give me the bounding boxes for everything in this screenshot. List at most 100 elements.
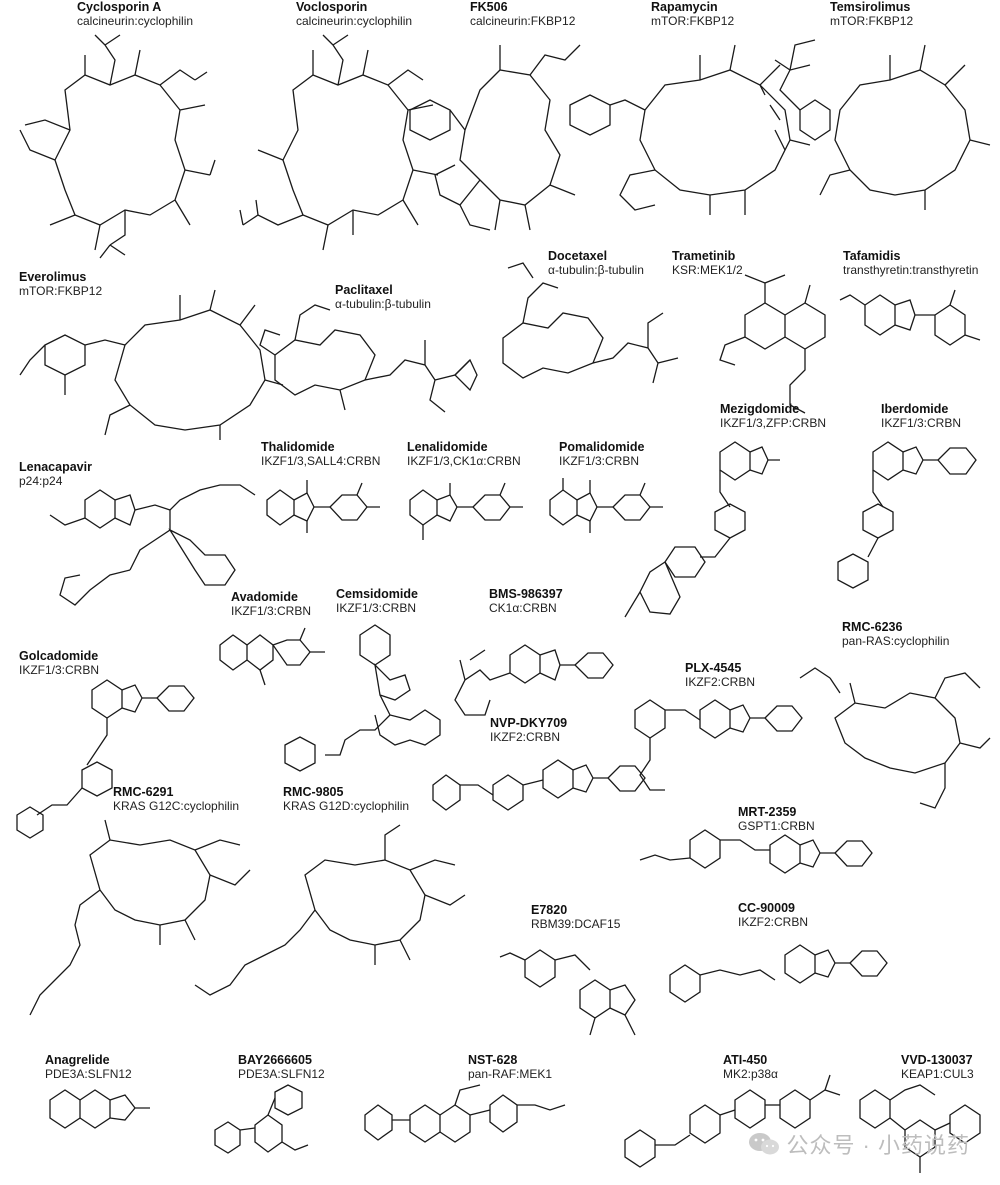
entry-mezigdomide: Mezigdomide IKZF1/3,ZFP:CRBN — [720, 402, 826, 430]
watermark: 公众号 · 小药说药 — [748, 1128, 970, 1160]
structure-temsirolimus — [774, 39, 991, 210]
molecule-target: IKZF1/3:CRBN — [336, 601, 417, 615]
entry-ati-450: ATI-450 MK2:p38α — [723, 1053, 778, 1081]
wechat-icon — [749, 1133, 780, 1155]
molecule-target: IKZF1/3,CK1α:CRBN — [407, 454, 521, 468]
structure-plx-4545 — [634, 699, 803, 791]
molecule-name: NVP-DKY709 — [490, 716, 568, 730]
structure-cyclosporin-a — [19, 34, 216, 259]
structure-avadomide — [219, 627, 325, 686]
molecule-name: BMS-986397 — [489, 587, 563, 601]
structure-voclosporin — [239, 34, 439, 251]
molecule-name: CC-90009 — [738, 901, 795, 915]
structure-lenalidomide — [409, 482, 523, 540]
molecule-target: calcineurin:cyclophilin — [296, 14, 413, 28]
entry-golcadomide: Golcadomide IKZF1/3:CRBN — [19, 649, 99, 677]
structure-anagrelide — [49, 1089, 150, 1129]
molecule-name: Mezigdomide — [720, 402, 800, 416]
molecule-name: Lenalidomide — [407, 440, 488, 454]
molecule-target: PDE3A:SLFN12 — [238, 1067, 325, 1081]
structure-paclitaxel — [259, 304, 478, 413]
structure-docetaxel — [502, 262, 679, 384]
molecule-target: p24:p24 — [19, 474, 63, 488]
structure-iberdomide — [837, 441, 977, 589]
structure-e7820 — [499, 949, 636, 1036]
molecule-name: Cemsidomide — [336, 587, 418, 601]
entry-lenalidomide: Lenalidomide IKZF1/3,CK1α:CRBN — [407, 440, 521, 468]
molecule-name: PLX-4545 — [685, 661, 742, 675]
molecule-name: Golcadomide — [19, 649, 99, 663]
entry-rmc-9805: RMC-9805 KRAS G12D:cyclophilin — [283, 785, 409, 813]
molecule-name: Paclitaxel — [335, 283, 393, 297]
molecule-target: mTOR:FKBP12 — [651, 14, 735, 28]
molecule-target: α-tubulin:β-tubulin — [335, 297, 431, 311]
entry-iberdomide: Iberdomide IKZF1/3:CRBN — [881, 402, 961, 430]
molecule-name: Lenacapavir — [19, 460, 92, 474]
molecule-target: KRAS G12D:cyclophilin — [283, 799, 410, 813]
molecule-name: NST-628 — [468, 1053, 518, 1067]
entry-trametinib: Trametinib KSR:MEK1/2 — [672, 249, 743, 277]
structure-trametinib — [719, 274, 826, 414]
entry-everolimus: Everolimus mTOR:FKBP12 — [19, 270, 102, 298]
molecule-target: IKZF1/3,ZFP:CRBN — [720, 416, 827, 430]
structure-vvd-130037 — [859, 1084, 981, 1173]
structure-mezigdomide — [624, 441, 780, 618]
molecule-name: FK506 — [470, 0, 508, 14]
molecule-target: KEAP1:CUL3 — [901, 1067, 974, 1081]
entry-fk506: FK506 calcineurin:FKBP12 — [470, 0, 575, 28]
entry-cemsidomide: Cemsidomide IKZF1/3:CRBN — [336, 587, 418, 615]
molecule-name: E7820 — [531, 903, 568, 917]
molecule-name: Avadomide — [231, 590, 298, 604]
molecule-target: MK2:p38α — [723, 1067, 778, 1081]
molecule-target: IKZF1/3:CRBN — [19, 663, 100, 677]
entry-rmc-6291: RMC-6291 KRAS G12C:cyclophilin — [113, 785, 239, 813]
molecule-name: Everolimus — [19, 270, 87, 284]
structure-tafamidis — [839, 289, 981, 346]
molecule-target: IKZF1/3,SALL4:CRBN — [261, 454, 381, 468]
structure-rmc-6236 — [799, 667, 991, 809]
molecule-name: Cyclosporin A — [77, 0, 162, 14]
structure-everolimus — [19, 289, 284, 440]
entry-thalidomide: Thalidomide IKZF1/3,SALL4:CRBN — [261, 440, 380, 468]
entry-lenacapavir: Lenacapavir p24:p24 — [19, 460, 92, 488]
molecule-target: IKZF1/3:CRBN — [231, 604, 312, 618]
molecule-target: IKZF2:CRBN — [738, 915, 809, 929]
molecule-name: Temsirolimus — [830, 0, 911, 14]
entry-rmc-6236: RMC-6236 pan-RAS:cyclophilin — [842, 620, 949, 648]
entry-nvp-dky709: NVP-DKY709 IKZF2:CRBN — [490, 716, 567, 744]
molecule-target: PDE3A:SLFN12 — [45, 1067, 132, 1081]
entry-bay2666605: BAY2666605 PDE3A:SLFN12 — [238, 1053, 325, 1081]
molecule-name: Iberdomide — [881, 402, 949, 416]
structure-rmc-9805 — [194, 824, 466, 996]
entry-e7820: E7820 RBM39:DCAF15 — [531, 903, 620, 931]
entry-bms-986397: BMS-986397 CK1α:CRBN — [489, 587, 563, 615]
structure-thalidomide — [266, 480, 380, 533]
molecule-name: Thalidomide — [261, 440, 335, 454]
entry-nst-628: NST-628 pan-RAF:MEK1 — [468, 1053, 552, 1081]
structure-pomalidomide — [549, 478, 663, 533]
entry-pomalidomide: Pomalidomide IKZF1/3:CRBN — [559, 440, 644, 468]
entry-avadomide: Avadomide IKZF1/3:CRBN — [231, 590, 311, 618]
entry-mrt-2359: MRT-2359 GSPT1:CRBN — [738, 805, 815, 833]
entry-rapamycin: Rapamycin mTOR:FKBP12 — [651, 0, 734, 28]
molecule-name: MRT-2359 — [738, 805, 797, 819]
molecule-target: pan-RAF:MEK1 — [468, 1067, 553, 1081]
molecule-target: RBM39:DCAF15 — [531, 917, 621, 931]
structure-lenacapavir — [49, 484, 256, 606]
molecule-name: Docetaxel — [548, 249, 608, 263]
molecule-target: mTOR:FKBP12 — [830, 14, 914, 28]
structure-bms-986397 — [454, 644, 614, 716]
molecule-target: IKZF1/3:CRBN — [559, 454, 640, 468]
entry-plx-4545: PLX-4545 IKZF2:CRBN — [685, 661, 755, 689]
molecule-target: KRAS G12C:cyclophilin — [113, 799, 240, 813]
molecule-target: KSR:MEK1/2 — [672, 263, 743, 277]
structure-ati-450 — [624, 1074, 841, 1168]
molecule-target: CK1α:CRBN — [489, 601, 557, 615]
molecule-target: calcineurin:FKBP12 — [470, 14, 576, 28]
structure-nst-628 — [364, 1084, 566, 1143]
entry-tafamidis: Tafamidis transthyretin:transthyretin — [843, 249, 978, 277]
molecule-name: RMC-9805 — [283, 785, 344, 799]
structure-mrt-2359 — [639, 829, 873, 874]
structure-golcadomide — [16, 679, 195, 839]
molecule-target: transthyretin:transthyretin — [843, 263, 979, 277]
